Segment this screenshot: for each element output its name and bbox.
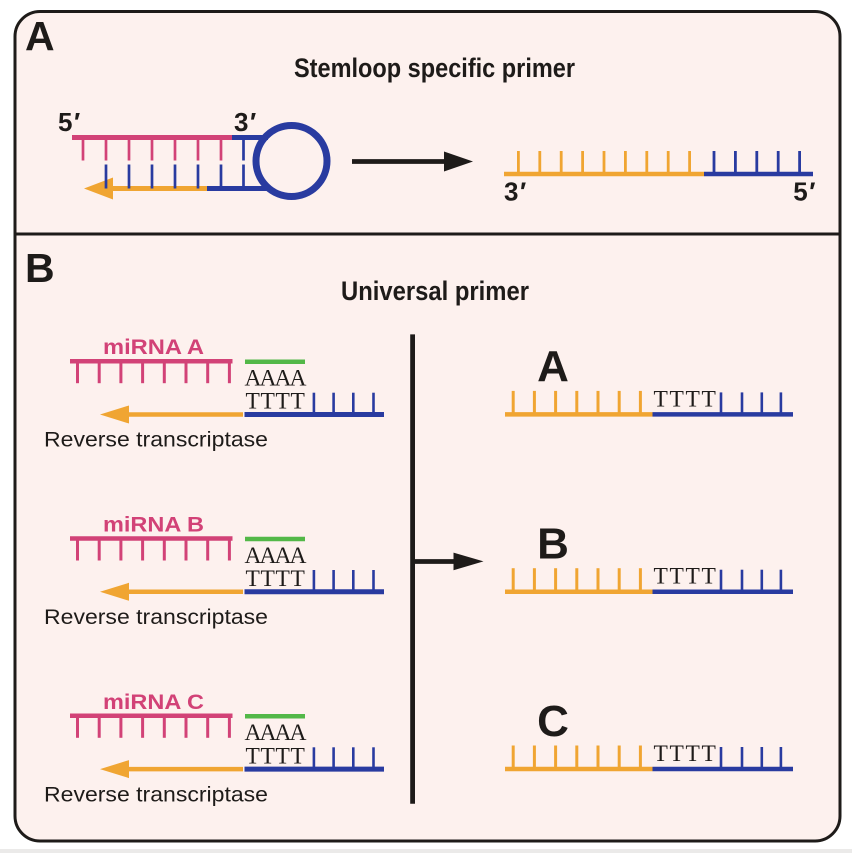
svg-text:AAAA: AAAA [245, 543, 307, 569]
svg-text:AAAA: AAAA [245, 720, 307, 746]
svg-text:Reverse transcriptase: Reverse transcriptase [44, 605, 268, 629]
svg-text:Reverse transcriptase: Reverse transcriptase [44, 428, 268, 452]
svg-text:5′: 5′ [58, 107, 82, 137]
svg-text:A: A [25, 13, 55, 59]
svg-text:A: A [537, 342, 569, 391]
svg-text:Reverse transcriptase: Reverse transcriptase [44, 782, 268, 806]
svg-text:miRNA A: miRNA A [103, 335, 204, 359]
svg-text:miRNA B: miRNA B [103, 513, 204, 537]
svg-text:3′: 3′ [234, 107, 258, 137]
svg-text:TTTT: TTTT [654, 564, 716, 590]
svg-text:miRNA C: miRNA C [103, 690, 204, 714]
svg-text:Universal primer: Universal primer [341, 276, 529, 306]
svg-text:TTTT: TTTT [654, 741, 716, 767]
svg-text:B: B [537, 520, 569, 569]
svg-text:TTTT: TTTT [246, 566, 305, 592]
svg-text:AAAA: AAAA [245, 366, 307, 392]
svg-text:Stemloop specific primer: Stemloop specific primer [294, 53, 575, 83]
svg-text:TTTT: TTTT [246, 743, 305, 769]
svg-text:TTTT: TTTT [654, 386, 716, 412]
svg-text:B: B [25, 245, 55, 291]
svg-text:3′: 3′ [504, 177, 528, 207]
svg-text:5′: 5′ [793, 177, 817, 207]
svg-text:TTTT: TTTT [246, 389, 305, 415]
svg-text:C: C [537, 697, 569, 746]
